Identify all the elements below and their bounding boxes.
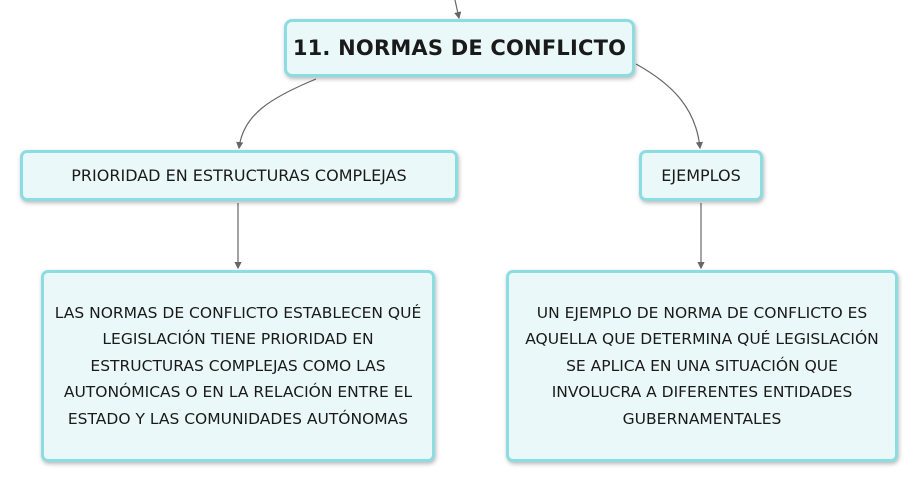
connector-root-to-right-topic [635, 63, 703, 150]
leaf-node-ejemplos-text: UN EJEMPLO DE NORMA DE CONFLICTO ES AQUE… [525, 303, 879, 428]
connector-root-to-left-topic [236, 78, 317, 150]
topic-node-ejemplos-label: EJEMPLOS [661, 166, 741, 185]
leaf-node-prioridad-text: LAS NORMAS DE CONFLICTO ESTABLECEN QUÉ L… [54, 303, 422, 428]
root-node[interactable]: 11. NORMAS DE CONFLICTO [284, 19, 635, 77]
leaf-node-ejemplos-description[interactable]: UN EJEMPLO DE NORMA DE CONFLICTO ES AQUE… [506, 270, 898, 462]
topic-node-prioridad[interactable]: PRIORIDAD EN ESTRUCTURAS COMPLEJAS [20, 150, 458, 201]
root-node-label: 11. NORMAS DE CONFLICTO [292, 36, 627, 60]
topic-node-prioridad-label: PRIORIDAD EN ESTRUCTURAS COMPLEJAS [71, 166, 407, 185]
connector-incoming-root [454, 0, 462, 20]
topic-node-ejemplos[interactable]: EJEMPLOS [639, 150, 763, 201]
leaf-node-prioridad-description[interactable]: LAS NORMAS DE CONFLICTO ESTABLECEN QUÉ L… [41, 270, 435, 462]
